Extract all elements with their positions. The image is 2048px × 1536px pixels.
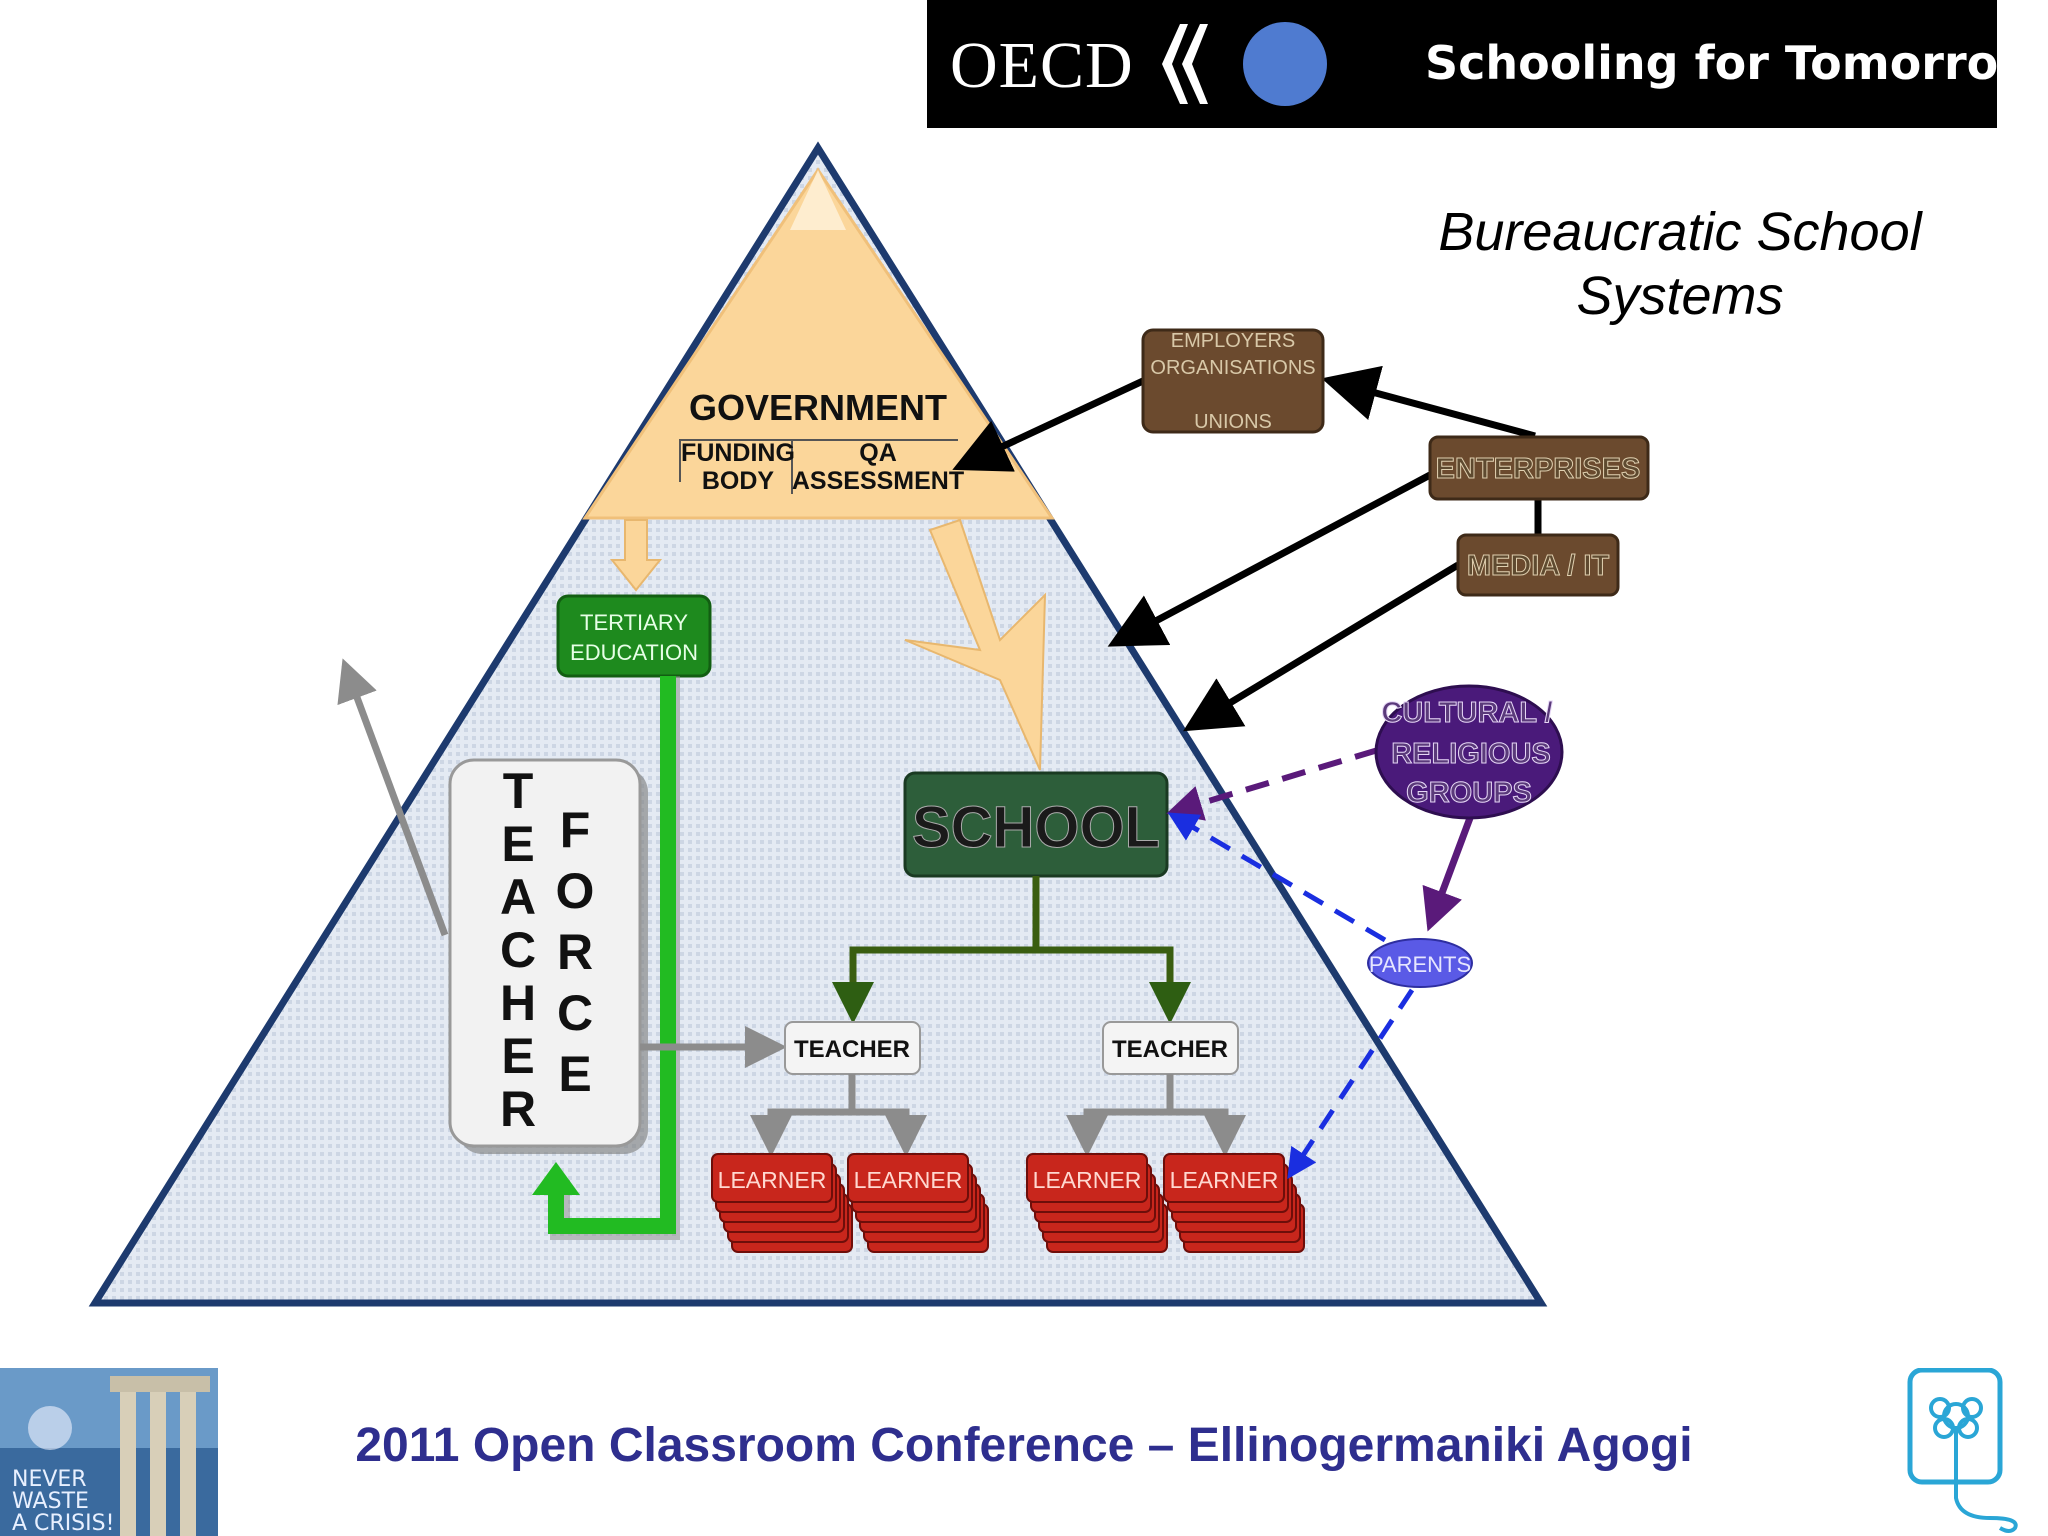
media-it-label: MEDIA / IT bbox=[1467, 550, 1610, 582]
government-triangle bbox=[582, 167, 1055, 520]
cultural-label-line1: CULTURAL / bbox=[1381, 697, 1552, 729]
enterprises-label: ENTERPRISES bbox=[1436, 453, 1641, 485]
employers-label-line1: EMPLOYERS bbox=[1171, 330, 1295, 352]
bureaucratic-diagram: GOVERNMENT FUNDING BODY QA ASSESSMENT TE… bbox=[88, 141, 1650, 1307]
teacher-right-label: TEACHER bbox=[1112, 1036, 1228, 1063]
dove-icon bbox=[28, 1406, 72, 1450]
government-label: GOVERNMENT bbox=[689, 387, 947, 428]
force-letter: E bbox=[558, 1046, 591, 1102]
employers-label-line2: ORGANISATIONS bbox=[1150, 357, 1315, 379]
learner-card bbox=[847, 1153, 969, 1203]
teacher-left-label: TEACHER bbox=[794, 1036, 910, 1063]
parents-learner-arrow bbox=[1287, 988, 1415, 1180]
media-system-arrow bbox=[1183, 562, 1460, 732]
employers-label-line3: UNIONS bbox=[1194, 411, 1272, 433]
tertiary-education-box bbox=[556, 594, 712, 678]
force-letter: F bbox=[560, 802, 591, 858]
teacher-letter: C bbox=[500, 922, 536, 978]
badge-line2: WASTE bbox=[12, 1489, 89, 1514]
teacher-letter: R bbox=[500, 1081, 536, 1137]
teacher-force-col1: TEACHER bbox=[500, 763, 536, 1137]
badge-line1: NEVER bbox=[12, 1467, 87, 1492]
enterprises-system-arrow bbox=[1107, 471, 1432, 647]
learner-card bbox=[1026, 1153, 1148, 1203]
parents-label: PARENTS bbox=[1369, 952, 1471, 977]
teacher-force-box bbox=[448, 758, 642, 1148]
qa-assessment-label-line2: ASSESSMENT bbox=[792, 467, 964, 495]
cultural-label-line3: GROUPS bbox=[1406, 777, 1532, 809]
badge-line3: A CRISIS! bbox=[12, 1511, 114, 1536]
teacher-letter: T bbox=[503, 763, 534, 819]
teacher-letter: E bbox=[501, 1028, 534, 1084]
ellinogermaniki-logo-icon bbox=[1907, 1368, 2018, 1533]
funding-body-label-line2: BODY bbox=[702, 467, 775, 495]
learner-label: LEARNER bbox=[718, 1167, 827, 1193]
tertiary-teacher-arrow bbox=[548, 676, 676, 1234]
learner-card bbox=[711, 1153, 833, 1203]
learner-label: LEARNER bbox=[1033, 1167, 1142, 1193]
learner-label: LEARNER bbox=[1170, 1167, 1279, 1193]
parents-school-arrow bbox=[1167, 812, 1387, 943]
banner-title: Schooling for Tomorrow bbox=[1425, 36, 2041, 90]
conference-title: 2011 Open Classroom Conference – Ellinog… bbox=[355, 1419, 1693, 1472]
government-school-arrow bbox=[904, 518, 1047, 771]
diagram-title-line1: Bureaucratic School bbox=[1438, 202, 1922, 262]
employers-government-arrow bbox=[952, 376, 1147, 472]
cultural-label-line2: RELIGIOUS bbox=[1391, 738, 1551, 770]
teacher-letter: A bbox=[500, 869, 536, 925]
enterprises-box bbox=[1428, 435, 1650, 501]
oecd-logo-text: OECD bbox=[950, 29, 1134, 102]
qa-assessment-label-line1: QA bbox=[859, 439, 897, 467]
oecd-banner bbox=[927, 0, 1997, 128]
teacher-exit-arrow bbox=[337, 658, 449, 937]
force-letter: C bbox=[557, 985, 593, 1041]
diagram-title: Bureaucratic School Systems bbox=[1380, 200, 1980, 328]
teacher-letter: H bbox=[500, 975, 536, 1031]
cultural-parents-arrow bbox=[1422, 816, 1474, 932]
tertiary-label-line1: TERTIARY bbox=[580, 610, 688, 635]
employers-box bbox=[1141, 328, 1325, 434]
learner-card bbox=[1163, 1153, 1285, 1203]
force-letter: O bbox=[556, 863, 595, 919]
teacher-letter: E bbox=[501, 816, 534, 872]
learner-label: LEARNER bbox=[854, 1167, 963, 1193]
never-waste-a-crisis-badge: NEVER WASTE A CRISIS! bbox=[0, 1368, 218, 1536]
funding-body-label-line1: FUNDING bbox=[681, 439, 795, 467]
diagram-title-line2: Systems bbox=[1576, 266, 1784, 326]
media-it-box bbox=[1456, 533, 1620, 597]
parents-ellipse bbox=[1367, 938, 1473, 988]
cultural-groups-ellipse bbox=[1374, 684, 1564, 820]
oecd-logo-icon bbox=[1162, 22, 1327, 106]
force-letter: R bbox=[557, 924, 593, 980]
school-label: SCHOOL bbox=[912, 795, 1160, 860]
learner-stacks: LEARNER LEARNER LEARNER LEARNER bbox=[711, 1153, 1305, 1253]
tertiary-label-line2: EDUCATION bbox=[570, 640, 698, 665]
